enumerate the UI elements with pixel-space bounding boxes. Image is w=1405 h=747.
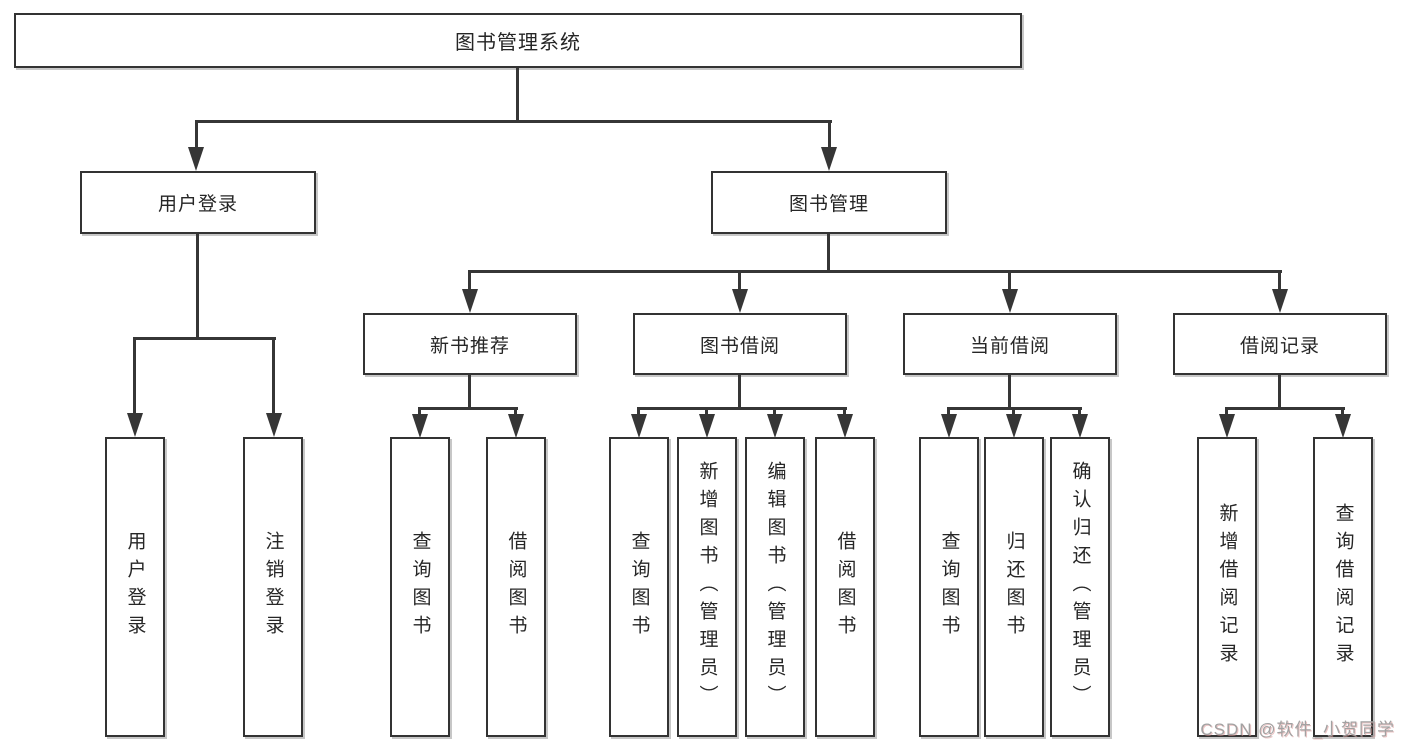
connector-line: [468, 375, 471, 407]
connector-line: [705, 409, 708, 417]
leaf-query-books-borrow: 查询图书: [609, 437, 669, 737]
node-user-login: 用户登录: [80, 171, 316, 234]
leaf-return-books: 归还图书: [984, 437, 1044, 737]
leaf-query-borrow-record: 查询借阅记录: [1313, 437, 1373, 737]
connector-line: [637, 409, 640, 417]
arrow-down-icon: [821, 147, 837, 171]
leaf-add-books-admin: 新增图书（管理员）: [677, 437, 737, 737]
leaf-query-books-current: 查询图书: [919, 437, 979, 737]
connector-line: [272, 339, 275, 414]
arrow-down-icon: [767, 414, 783, 438]
connector-line: [195, 120, 832, 123]
watermark: CSDN @软件_小贺同学: [1200, 720, 1395, 739]
node-root: 图书管理系统: [14, 13, 1022, 68]
arrow-down-icon: [1072, 414, 1088, 438]
connector-line: [468, 272, 471, 290]
arrow-down-icon: [1335, 414, 1351, 438]
connector-line: [828, 122, 831, 148]
connector-line: [773, 409, 776, 417]
connector-line: [738, 375, 741, 407]
connector-line: [514, 409, 517, 417]
node-book-management: 图书管理: [711, 171, 947, 234]
arrow-down-icon: [1002, 289, 1018, 313]
connector-line: [947, 407, 1082, 410]
connector-line: [1078, 409, 1081, 417]
connector-line: [1225, 407, 1345, 410]
connector-line: [827, 234, 830, 270]
node-new-book-recommend: 新书推荐: [363, 313, 577, 375]
connector-line: [1278, 272, 1281, 290]
connector-line: [516, 68, 519, 120]
leaf-user-login: 用户登录: [105, 437, 165, 737]
leaf-confirm-return-admin: 确认归还（管理员）: [1050, 437, 1110, 737]
arrow-down-icon: [732, 289, 748, 313]
connector-line: [1012, 409, 1015, 417]
connector-line: [637, 407, 847, 410]
arrow-down-icon: [188, 147, 204, 171]
connector-line: [1341, 409, 1344, 417]
connector-line: [843, 409, 846, 417]
arrow-down-icon: [1219, 414, 1235, 438]
leaf-query-books-recommend: 查询图书: [390, 437, 450, 737]
node-book-borrow: 图书借阅: [633, 313, 847, 375]
connector-line: [418, 409, 421, 417]
connector-line: [418, 407, 518, 410]
node-borrow-records: 借阅记录: [1173, 313, 1387, 375]
arrow-down-icon: [631, 414, 647, 438]
leaf-borrow-books: 借阅图书: [815, 437, 875, 737]
arrow-down-icon: [1272, 289, 1288, 313]
connector-line: [196, 234, 199, 337]
arrow-down-icon: [412, 414, 428, 438]
arrow-down-icon: [941, 414, 957, 438]
connector-line: [1008, 272, 1011, 290]
leaf-borrow-books-recommend: 借阅图书: [486, 437, 546, 737]
connector-line: [195, 122, 198, 148]
arrow-down-icon: [837, 414, 853, 438]
arrow-down-icon: [699, 414, 715, 438]
connector-line: [468, 270, 1282, 273]
connector-line: [738, 272, 741, 290]
arrow-down-icon: [462, 289, 478, 313]
arrow-down-icon: [266, 413, 282, 437]
arrow-down-icon: [127, 413, 143, 437]
connector-line: [133, 339, 136, 414]
node-current-borrow: 当前借阅: [903, 313, 1117, 375]
arrow-down-icon: [508, 414, 524, 438]
leaf-edit-books-admin: 编辑图书（管理员）: [745, 437, 805, 737]
connector-line: [1225, 409, 1228, 417]
connector-line: [1278, 375, 1281, 407]
arrow-down-icon: [1006, 414, 1022, 438]
leaf-logout: 注销登录: [243, 437, 303, 737]
connector-line: [133, 337, 276, 340]
connector-line: [947, 409, 950, 417]
connector-line: [1008, 375, 1011, 407]
leaf-add-borrow-record: 新增借阅记录: [1197, 437, 1257, 737]
